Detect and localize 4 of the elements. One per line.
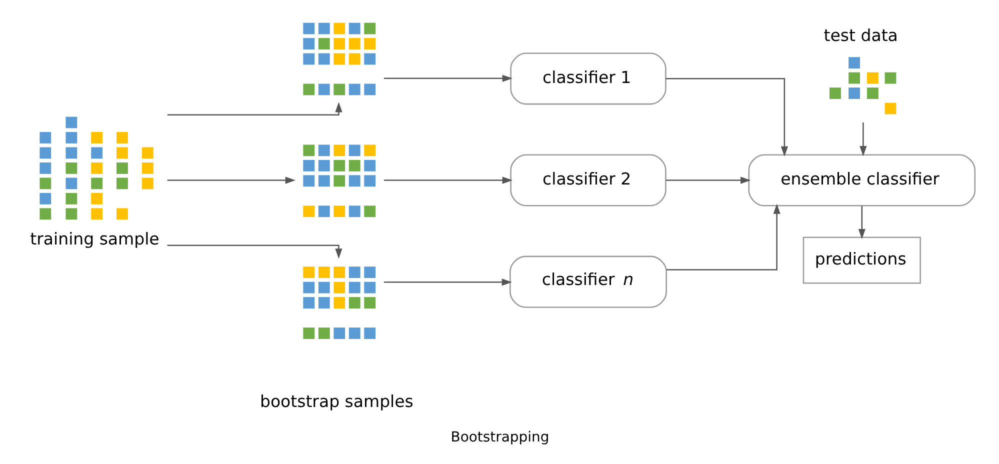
node-label: training sample [30,229,159,248]
label: bootstrap samples [260,392,413,411]
node-label: test data [823,26,898,46]
caption: Bootstrapping [450,430,549,446]
